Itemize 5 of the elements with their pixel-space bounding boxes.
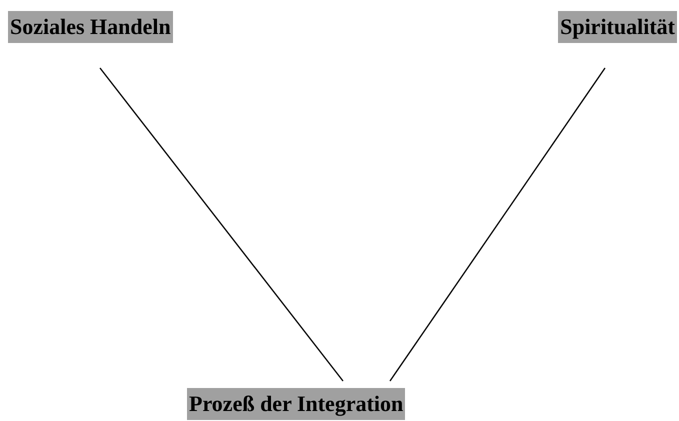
label-box: Soziales Handeln bbox=[8, 11, 173, 43]
connector-line bbox=[99, 68, 344, 382]
label-box: Spiritualität bbox=[558, 11, 677, 43]
label-box: Prozeß der Integration bbox=[187, 388, 406, 420]
connector-line bbox=[389, 68, 606, 382]
